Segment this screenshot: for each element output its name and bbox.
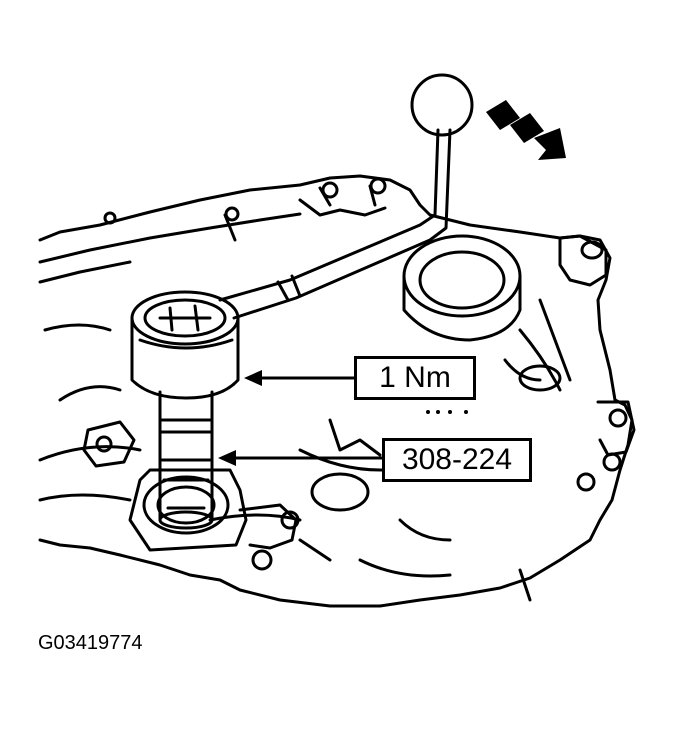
bore-housing <box>402 274 522 342</box>
direction-arrow <box>486 100 566 160</box>
side-port <box>518 364 562 392</box>
bolt <box>280 510 300 530</box>
housing-outline <box>38 174 634 608</box>
wrench-socket-face <box>143 298 227 338</box>
seal-housing <box>128 468 248 552</box>
socket-detail <box>138 304 234 350</box>
side-bolt <box>580 240 604 260</box>
bolt <box>602 452 622 472</box>
tool-shaft <box>158 390 214 522</box>
tool-number-callout: 308-224 <box>382 438 532 482</box>
bolt <box>95 435 113 453</box>
small-fitting <box>238 503 298 550</box>
wrench-handle <box>218 128 440 302</box>
figure-id: G03419774 <box>38 632 143 654</box>
bracket <box>596 400 636 457</box>
flange-arc <box>43 323 112 332</box>
wrench-collar <box>276 274 302 302</box>
bolt <box>251 549 273 571</box>
tool-shaft-end <box>158 510 214 530</box>
wrench-handle-edge <box>232 128 452 320</box>
bolt <box>321 181 339 199</box>
bolt <box>224 206 240 222</box>
tool-shaft-bands <box>158 418 214 510</box>
bolt <box>369 177 387 195</box>
housing-ribs <box>223 184 387 242</box>
seal-bore <box>142 475 230 535</box>
bearing-bore-inner <box>418 250 506 310</box>
tool-arrowhead <box>218 450 236 466</box>
reference-dots <box>426 410 468 414</box>
wrench-socket <box>130 316 240 400</box>
bolt <box>608 408 628 428</box>
lower-rib <box>298 418 452 562</box>
lug <box>82 420 136 468</box>
flange-arc <box>38 385 142 502</box>
torque-callout: 1 Nm <box>354 356 476 400</box>
lower-boss <box>310 472 370 512</box>
lower-edge <box>208 513 532 602</box>
seal-inner <box>156 485 216 525</box>
bolt <box>103 211 117 225</box>
housing-inner-edge <box>38 212 302 284</box>
bolt <box>576 472 596 492</box>
wrench-knob <box>410 73 474 137</box>
side-boss <box>558 234 608 287</box>
torque-arrowhead <box>244 370 262 386</box>
